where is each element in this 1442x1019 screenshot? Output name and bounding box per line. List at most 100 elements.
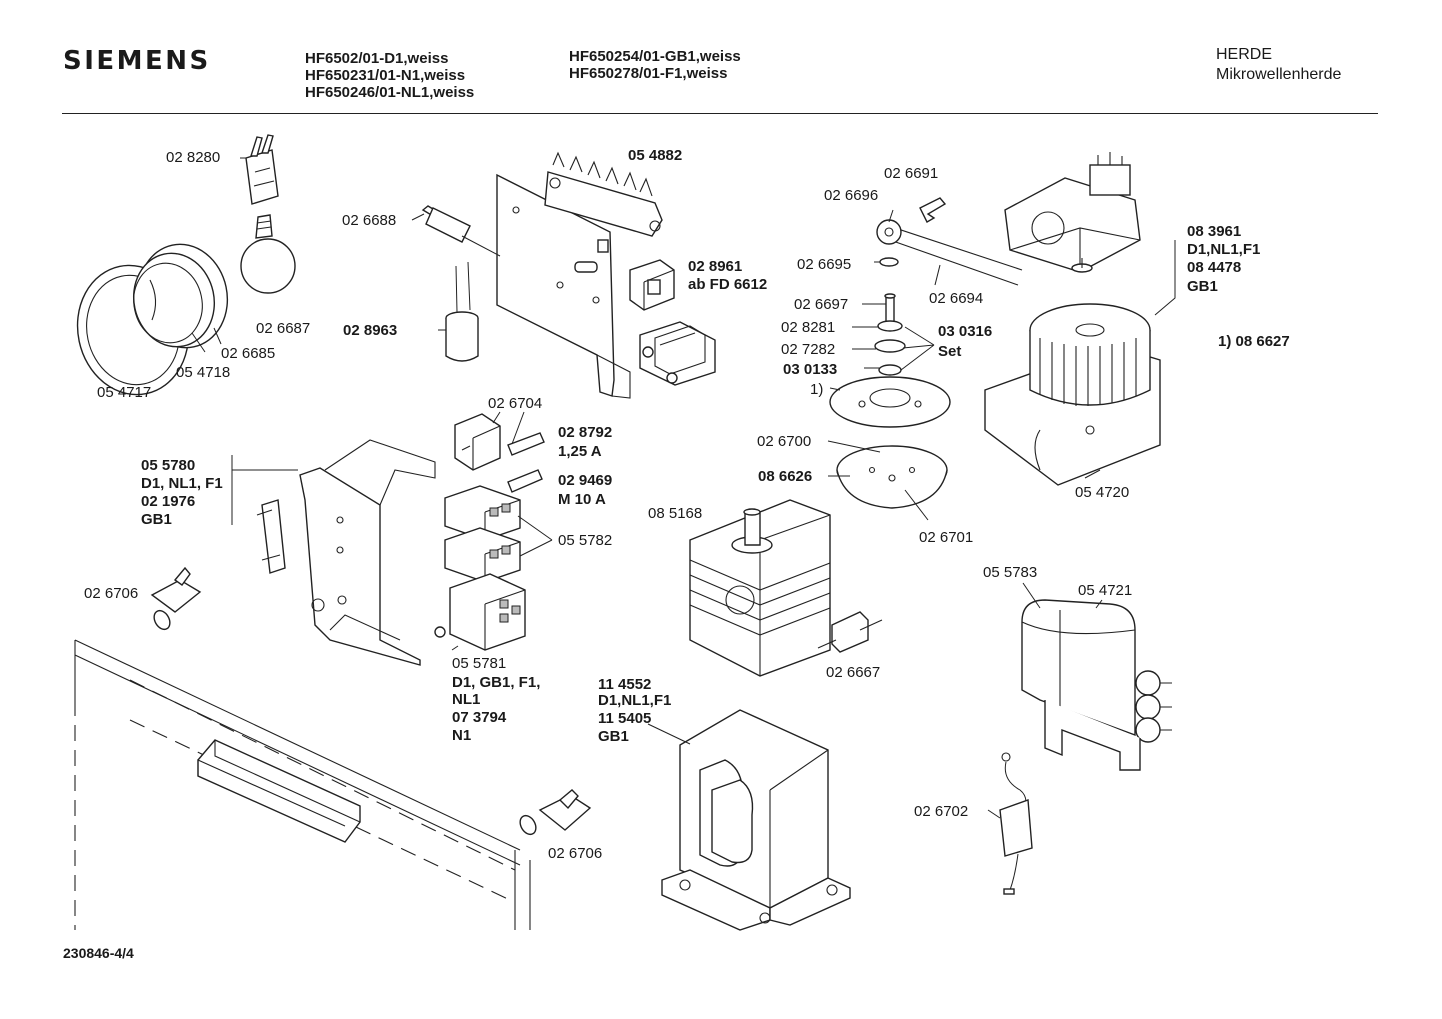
document-id: 230846-4/4 — [63, 945, 134, 961]
leader-lines — [191, 157, 1176, 819]
relay-part — [629, 259, 675, 311]
brand-logo: SIEMENS — [63, 46, 211, 76]
label-029469-note: M 10 A — [558, 491, 606, 508]
label-083961-note: D1,NL1,F1 — [1187, 241, 1260, 258]
label-028281: 02 8281 — [781, 319, 835, 336]
label-026695: 02 6695 — [797, 256, 851, 273]
label-114552-note: D1,NL1,F1 — [598, 692, 671, 709]
label-084478-note: GB1 — [1187, 278, 1218, 295]
label-021976-note: GB1 — [141, 511, 172, 528]
label-026687: 02 6687 — [256, 320, 310, 337]
part-labels: 02 8280 02 6687 02 6685 05 4718 05 4717 … — [84, 147, 1290, 862]
model-item: HF650278/01-F1,weiss — [569, 65, 728, 82]
label-026706-upper: 02 6706 — [84, 585, 138, 602]
drive-belt-part — [876, 197, 1023, 286]
turntable-shaft-part — [874, 257, 906, 376]
terminal-block-part — [454, 413, 501, 471]
label-026694: 02 6694 — [929, 290, 983, 307]
label-055780: 05 5780 — [141, 457, 195, 474]
label-028961-note: ab FD 6612 — [688, 276, 767, 293]
label-054720: 05 4720 — [1075, 484, 1129, 501]
door-frame-outline — [74, 639, 531, 930]
fuse-part — [507, 432, 545, 493]
model-item: HF650254/01-GB1,weiss — [569, 48, 741, 65]
label-085168: 08 5168 — [648, 505, 702, 522]
hinge-part — [256, 499, 286, 574]
magnetron-part — [689, 499, 831, 677]
mounting-plate-part — [496, 173, 631, 399]
label-027282: 02 7282 — [781, 341, 835, 358]
hv-transformer-part — [661, 709, 851, 931]
label-026691: 02 6691 — [884, 165, 938, 182]
label-073794: 07 3794 — [452, 709, 507, 726]
fan-housing-part — [984, 303, 1161, 486]
bracket-bar — [231, 455, 298, 525]
rectifier-part — [544, 151, 663, 237]
label-028792: 02 8792 — [558, 424, 612, 441]
label-115405: 11 5405 — [598, 710, 651, 727]
label-026701: 02 6701 — [919, 529, 973, 546]
label-030316: 03 0316 — [938, 323, 992, 340]
label-026702: 02 6702 — [914, 803, 968, 820]
thermal-fuse-part — [817, 611, 883, 653]
label-026706-lower: 02 6706 — [548, 845, 602, 862]
label-028792-note: 1,25 A — [558, 443, 602, 460]
label-footnote: 1) 08 6627 — [1218, 333, 1290, 350]
lamp-socket-part — [245, 134, 279, 205]
lamp-rings-part — [76, 243, 229, 396]
category-block: HERDE Mikrowellenherde — [1216, 45, 1341, 85]
label-026704: 02 6704 — [488, 395, 542, 412]
label-084478: 08 4478 — [1187, 259, 1241, 276]
label-026688: 02 6688 — [342, 212, 396, 229]
turntable-coupler-part — [836, 445, 948, 509]
label-055781-note1: D1, GB1, F1, — [452, 674, 540, 691]
label-030316-note: Set — [938, 343, 961, 360]
label-055780-note: D1, NL1, F1 — [141, 475, 223, 492]
hv-diode-part — [999, 752, 1033, 895]
label-115405-note: GB1 — [598, 728, 629, 745]
category-subtitle: Mikrowellenherde — [1216, 66, 1342, 83]
label-055781-note2: NL1 — [452, 691, 480, 708]
door-bracket-part — [299, 439, 436, 666]
label-055783: 05 5783 — [983, 564, 1037, 581]
relay-block-lower-part — [434, 573, 526, 651]
capacitor-part — [445, 261, 479, 362]
model-list-2: HF650254/01-GB1,weiss HF650278/01-F1,wei… — [569, 48, 741, 82]
lamp-bulb-part — [240, 214, 296, 294]
label-028961: 02 8961 — [688, 258, 742, 275]
turntable-motor-part — [1004, 152, 1141, 273]
label-054882: 05 4882 — [628, 147, 682, 164]
label-055781: 05 5781 — [452, 655, 506, 672]
label-030133: 03 0133 — [783, 361, 837, 378]
label-026696: 02 6696 — [824, 187, 878, 204]
model-list-1: HF6502/01-D1,weiss HF650231/01-N1,weiss … — [305, 50, 474, 101]
label-054721: 05 4721 — [1078, 582, 1132, 599]
label-114552: 11 4552 — [598, 676, 651, 693]
model-item: HF650246/01-NL1,weiss — [305, 84, 475, 101]
label-073794-note: N1 — [452, 727, 471, 744]
label-026700: 02 6700 — [757, 433, 811, 450]
label-054718: 05 4718 — [176, 364, 230, 381]
door-switch-upper-part — [150, 566, 202, 631]
label-054717: 05 4717 — [97, 384, 151, 401]
model-item: HF650231/01-N1,weiss — [305, 67, 466, 84]
door-switch-lower-part — [519, 789, 592, 836]
turntable-drive-disc-part — [829, 376, 951, 428]
relay-block-part — [444, 485, 521, 583]
label-028963: 02 8963 — [343, 322, 397, 339]
label-026667: 02 6667 — [826, 664, 880, 681]
label-083961: 08 3961 — [1187, 223, 1241, 240]
label-029469: 02 9469 — [558, 472, 612, 489]
header-divider — [62, 113, 1378, 114]
label-026697: 02 6697 — [794, 296, 848, 313]
label-ref1: 1) — [810, 381, 823, 398]
label-026685: 02 6685 — [221, 345, 275, 362]
label-028280: 02 8280 — [166, 149, 220, 166]
label-055782: 05 5782 — [558, 532, 612, 549]
label-086626: 08 6626 — [758, 468, 812, 485]
category-title: HERDE — [1216, 46, 1273, 63]
label-021976: 02 1976 — [141, 493, 195, 510]
interlock-switch-part — [639, 321, 716, 386]
hv-capacitor-part — [1021, 599, 1172, 771]
